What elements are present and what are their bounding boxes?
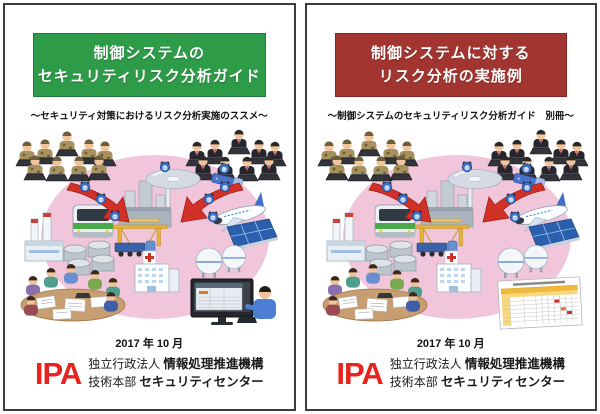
risk-analysis-sheet-icon: [497, 276, 583, 330]
org-line2: 技術本部セキュリティセンター: [88, 374, 263, 392]
ipa-logo-block: IPA 独立行政法人情報処理推進機構 技術本部セキュリティセンター: [307, 356, 596, 391]
org-line2: 技術本部セキュリティセンター: [390, 374, 565, 392]
ipa-logo-block: IPA 独立行政法人情報処理推進機構 技術本部セキュリティセンター: [5, 356, 294, 391]
cover-risk-analysis-guide: 制御システムの セキュリティリスク分析ガイド ～セキュリティ対策におけるリスク分…: [3, 3, 296, 411]
org-line2-bold: セキュリティセンター: [440, 374, 566, 389]
cover-subtitle: ～セキュリティ対策におけるリスク分析実施のススメ～: [30, 111, 268, 122]
cover-title-line2: リスク分析の実施例: [378, 67, 523, 85]
title-banner-red: 制御システムに対する リスク分析の実施例: [334, 33, 567, 97]
cover-title-line2: セキュリティリスク分析ガイド: [37, 67, 261, 85]
organization-name: 独立行政法人情報処理推進機構 技術本部セキュリティセンター: [390, 356, 565, 391]
cover-title-line1: 制御システムに対する: [370, 45, 531, 63]
org-line1: 独立行政法人情報処理推進機構: [88, 356, 263, 374]
cover-subtitle: ～制御システムのセキュリティリスク分析ガイド 別冊～: [327, 111, 574, 122]
org-line2-prefix: 技術本部: [88, 374, 137, 389]
org-line2-bold: セキュリティセンター: [139, 374, 264, 389]
org-line1: 独立行政法人情報処理推進機構: [390, 356, 565, 374]
publication-date: 2017 年 10 月: [115, 338, 184, 350]
publication-date: 2017 年 10 月: [416, 338, 485, 350]
org-line1-prefix: 独立行政法人: [389, 357, 462, 371]
org-line1-bold: 情報処理推進機構: [464, 357, 565, 371]
ipa-logo: IPA: [336, 356, 383, 391]
org-line1-bold: 情報処理推進機構: [163, 357, 264, 371]
org-line2-prefix: 技術本部: [389, 374, 438, 389]
ipa-logo: IPA: [34, 356, 82, 391]
cover-risk-analysis-examples: 制御システムに対する リスク分析の実施例 ～制御システムのセキュリティリスク分析…: [304, 3, 597, 411]
title-banner-green: 制御システムの セキュリティリスク分析ガイド: [33, 33, 266, 97]
organization-name: 独立行政法人情報処理推進機構 技術本部セキュリティセンター: [88, 356, 263, 391]
cover-illustration: [309, 129, 593, 330]
cover-illustration: [7, 129, 291, 326]
cover-title-line1: 制御システムの: [93, 45, 206, 63]
analyst-at-monitor-icon: [190, 278, 277, 326]
org-line1-prefix: 独立行政法人: [88, 357, 161, 371]
